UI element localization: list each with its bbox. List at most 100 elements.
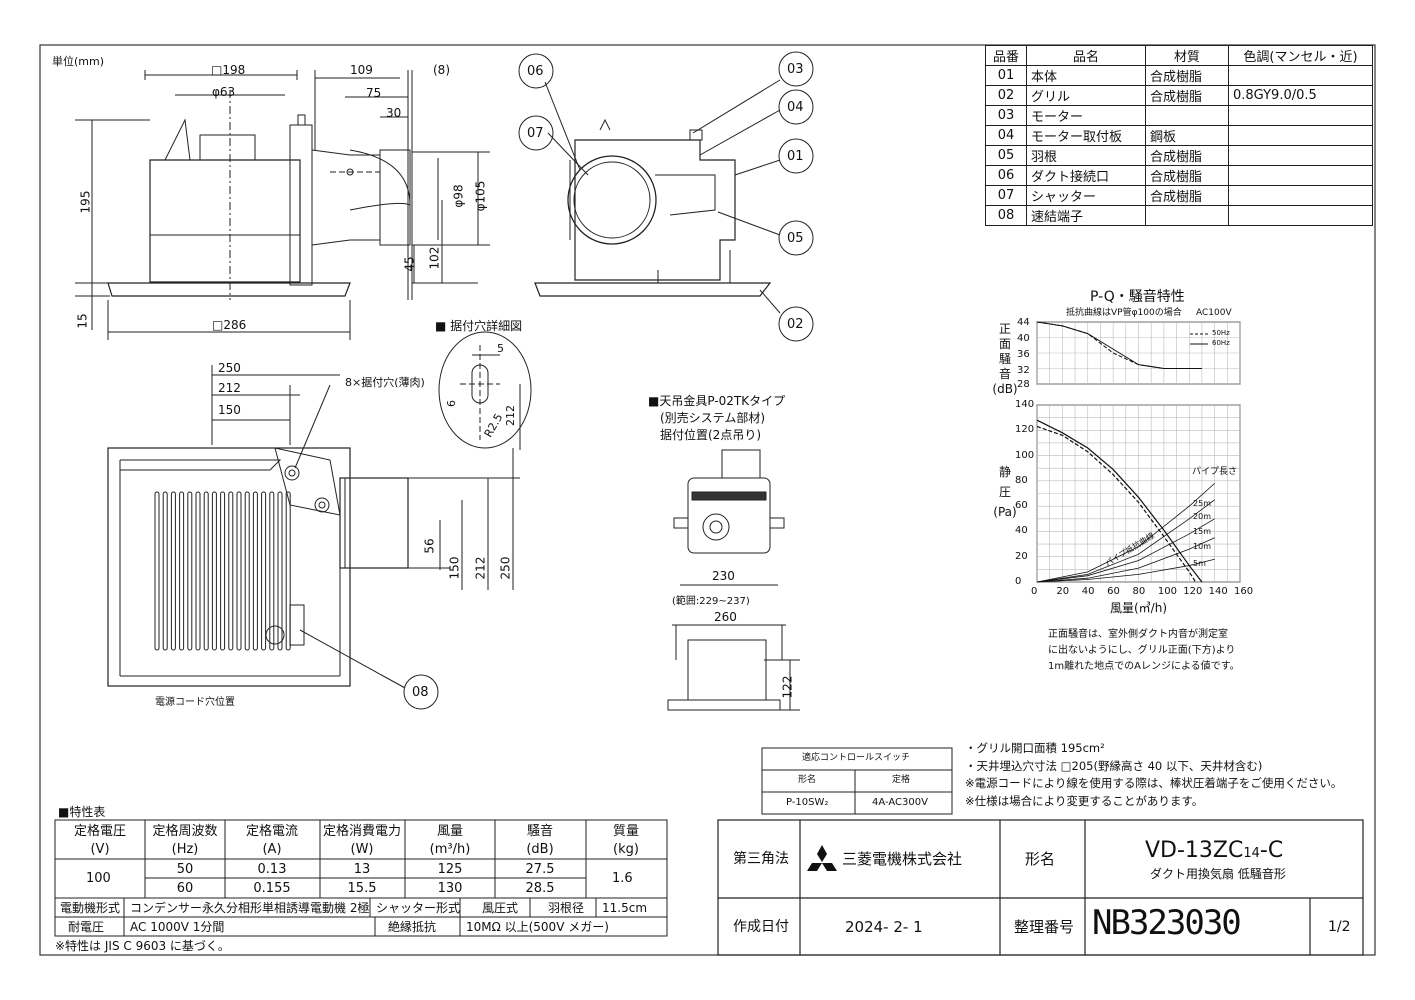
- top-plan-drawing: [107, 365, 520, 689]
- grille-slot: [261, 491, 267, 651]
- pq-ytick: 100: [1015, 449, 1035, 461]
- grille-slot: [285, 491, 291, 651]
- pq-series-25m: [1036, 483, 1215, 583]
- pipe-label-5m: 5m: [1193, 558, 1206, 568]
- grille-slot: [211, 491, 217, 651]
- switch-rating: 4A-AC300V: [872, 797, 928, 808]
- dim-30: 30: [386, 106, 402, 120]
- model-name-main: VD-13ZC: [1145, 838, 1244, 863]
- spec-shutter-value: 風圧式: [482, 901, 519, 915]
- grille-slot: [195, 491, 201, 651]
- dim-15: 15: [75, 313, 90, 329]
- spec-unit: (m³/h): [429, 842, 471, 857]
- pq-series-20m: [1036, 499, 1215, 583]
- dim-45: 45: [402, 256, 417, 272]
- noise-ylabel-1: 正: [998, 322, 1011, 336]
- grille-slot: [154, 491, 160, 651]
- pq-ytick: 60: [1015, 500, 1028, 512]
- noise-chart-frame: [1036, 321, 1241, 385]
- pq-ylabel-3: (Pa): [993, 505, 1017, 519]
- pq-ylabel: 静 圧 (Pa): [992, 462, 1018, 522]
- model-name-sub: 14: [1243, 846, 1260, 861]
- model-label: 形名: [1025, 850, 1056, 868]
- pq-series-60Hz: [1036, 419, 1203, 583]
- grille-slot: [244, 491, 250, 651]
- notes: ・グリル開口面積 195cm² ・天井埋込穴寸法 □205(野縁高さ 40 以下…: [965, 740, 1342, 810]
- dim-phi63: φ63: [212, 85, 236, 99]
- note-4: ※仕様は場合により変更することがあります。: [965, 793, 1204, 808]
- spec-motor-value: コンデンサー永久分相形単相誘導電動機 2極: [130, 901, 370, 915]
- noise-chart-note: 抵抗曲線はVP管φ100の場合: [1066, 308, 1182, 318]
- grille-slot: [236, 491, 242, 651]
- chart-note: 正面騒音は、室外側ダクト内音が測定室 に出ないようにし、グリル正面(下方)より …: [1048, 627, 1278, 675]
- noise-chart-grid: [1036, 321, 1241, 385]
- projection: 第三角法: [733, 851, 789, 867]
- callout-01: 01: [787, 149, 804, 164]
- dim-v250: 250: [498, 556, 513, 580]
- pq-ylabel-2: 圧: [998, 485, 1011, 499]
- spec-motor-label: 電動機形式: [60, 901, 121, 915]
- spec-unit: (Hz): [171, 842, 199, 857]
- bracket-title: ■天吊金具P-02TKタイプ: [648, 394, 786, 408]
- spec-withstand-label: 耐電圧: [68, 920, 105, 934]
- spec-header: 風量: [436, 824, 464, 839]
- noise-legend-50: 50Hz: [1212, 329, 1230, 337]
- grille-slot: [203, 491, 209, 651]
- noise-ylabel-4: 音: [998, 367, 1011, 381]
- chart-note-2: に出ないようにし、グリル正面(下方)より: [1048, 645, 1236, 656]
- parts-header-material: 材質: [1145, 45, 1229, 66]
- pq-xtick: 120: [1183, 586, 1203, 597]
- parts-cell: 04: [985, 125, 1027, 146]
- note-3: ※電源コードにより線を使用する際は、棒状圧着端子をご使用ください。: [965, 776, 1343, 790]
- pq-series-10m: [1036, 537, 1215, 583]
- grille-slot: [220, 491, 226, 651]
- pq-chart-frame: [1036, 404, 1241, 583]
- note-1: ・グリル開口面積 195cm²: [965, 741, 1105, 755]
- spec-header: 騒音: [526, 824, 554, 839]
- pq-series-5m: [1036, 558, 1215, 583]
- parts-cell: 合成樹脂: [1145, 65, 1229, 86]
- callout-02: 02: [787, 317, 804, 332]
- switch-table-lines: [761, 747, 953, 815]
- spec-blade-label: 羽根径: [548, 901, 585, 915]
- parts-cell: 01: [985, 65, 1027, 86]
- parts-cell: シャッター: [1026, 185, 1146, 206]
- side-section-drawing: [534, 79, 781, 314]
- parts-cell: 05: [985, 145, 1027, 166]
- date-label: 作成日付: [733, 919, 789, 935]
- grille-slot: [162, 491, 168, 651]
- parts-cell: 速結端子: [1026, 205, 1146, 226]
- pq-xtick: 60: [1107, 586, 1120, 597]
- dim-v56: 56: [422, 538, 437, 554]
- chart-note-3: 1m離れた地点でのAレンジによる値です。: [1048, 661, 1240, 672]
- noise-ytick-44: 44: [1017, 317, 1030, 328]
- dim-phi98: φ98: [451, 184, 466, 208]
- mount-hole-title: ■ 据付穴詳細図: [435, 319, 523, 333]
- page-number: 1/2: [1328, 919, 1351, 935]
- switch-model: P-10SW₂: [786, 797, 829, 808]
- spec-cell: 50: [176, 862, 194, 877]
- parts-header-color: 色調(マンセル・近): [1228, 45, 1373, 66]
- mount-hole-6: 6: [445, 400, 458, 407]
- callout-07: 07: [527, 126, 544, 141]
- bracket-230: 230: [712, 569, 735, 583]
- dim-195: 195: [78, 190, 93, 214]
- parts-cell: 07: [985, 185, 1027, 206]
- model-name-suffix: -C: [1259, 838, 1284, 863]
- parts-cell: 合成樹脂: [1145, 185, 1229, 206]
- parts-cell: [1145, 205, 1229, 226]
- pq-ytick: 140: [1015, 399, 1035, 410]
- front-view-drawing: [75, 70, 490, 340]
- parts-cell: [1228, 145, 1373, 166]
- noise-series-60Hz: [1036, 321, 1202, 369]
- spec-cell: 13: [353, 862, 371, 877]
- bracket-range: (範囲:229~237): [672, 596, 750, 607]
- spec-unit: (dB): [526, 842, 554, 857]
- dim-v212: 212: [473, 556, 488, 580]
- spec-header: 質量: [612, 824, 640, 839]
